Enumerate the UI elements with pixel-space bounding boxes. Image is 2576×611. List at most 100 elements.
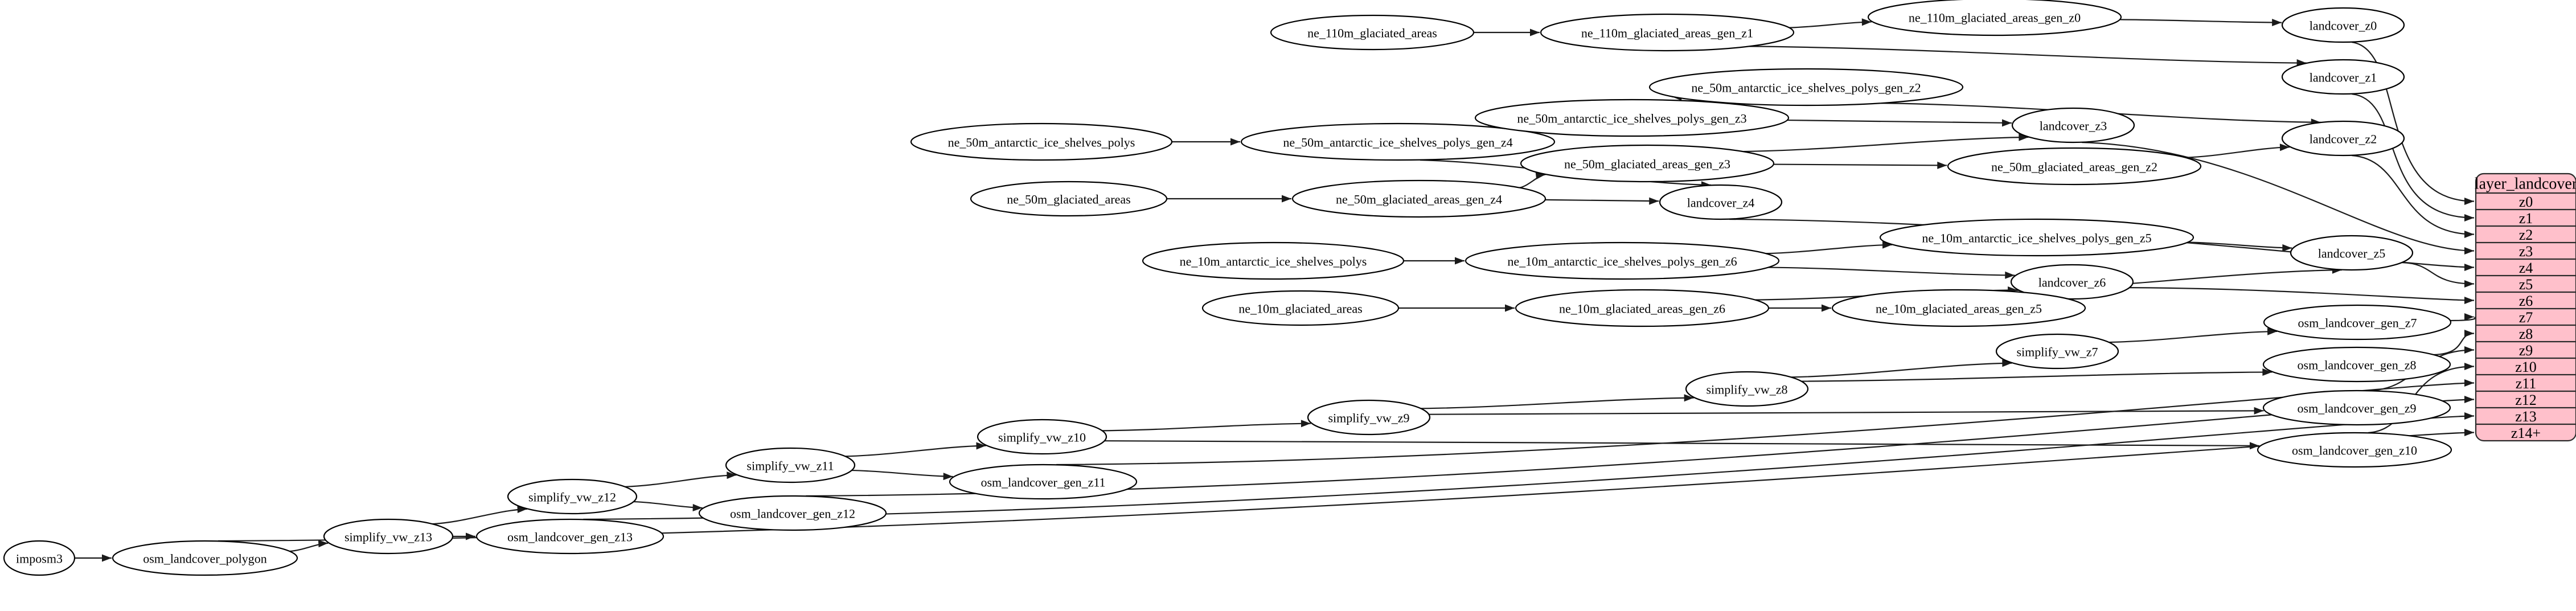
graph-node-ne_10m_glaciated_areas_gen_z5[interactable]: ne_10m_glaciated_areas_gen_z5: [1831, 289, 2086, 327]
node-label: landcover_z4: [1687, 196, 1755, 210]
edge-arrowhead: [1649, 197, 1659, 205]
graph-node-ne_10m_antarctic_ice_shelves_polys[interactable]: ne_10m_antarctic_ice_shelves_polys: [1142, 241, 1405, 280]
node-label: ne_10m_glaciated_areas_gen_z5: [1876, 302, 2042, 316]
graph-node-landcover_z6[interactable]: landcover_z6: [2010, 264, 2134, 300]
record-row-z9[interactable]: z9: [2519, 342, 2533, 359]
graph-node-ne_50m_glaciated_areas_gen_z3[interactable]: ne_50m_glaciated_areas_gen_z3: [1520, 144, 1775, 183]
record-row-z4[interactable]: z4: [2519, 260, 2533, 276]
edge-line: [845, 445, 986, 457]
record-row-z2[interactable]: z2: [2519, 227, 2533, 243]
edge-arrowhead: [2464, 363, 2474, 370]
graph-edge: [289, 540, 329, 552]
graph-node-landcover_z4[interactable]: landcover_z4: [1659, 184, 1783, 220]
graph-node-landcover_z2[interactable]: landcover_z2: [2281, 120, 2405, 157]
edge-line: [1421, 397, 1694, 409]
graph-node-ne_110m_glaciated_areas_gen_z0[interactable]: ne_110m_glaciated_areas_gen_z0: [1867, 0, 2122, 36]
node-shape: [1515, 289, 1770, 327]
graph-node-ne_50m_glaciated_areas_gen_z2[interactable]: ne_50m_glaciated_areas_gen_z2: [1947, 147, 2202, 186]
edge-arrowhead: [517, 506, 527, 514]
graph-node-simplify_vw_z13[interactable]: simplify_vw_z13: [323, 518, 454, 555]
graph-node-osm_landcover_gen_z8[interactable]: osm_landcover_gen_z8: [2262, 346, 2451, 383]
node-shape: [1995, 333, 2119, 370]
node-label: simplify_vw_z13: [344, 530, 432, 544]
graph-edge: [625, 471, 737, 487]
record-row-z10[interactable]: z10: [2515, 359, 2537, 375]
graph-node-simplify_vw_z7[interactable]: simplify_vw_z7: [1995, 333, 2119, 370]
graph-node-osm_landcover_gen_z10[interactable]: osm_landcover_gen_z10: [2257, 432, 2452, 468]
graph-node-ne_50m_antarctic_ice_shelves_polys_gen_z2[interactable]: ne_50m_antarctic_ice_shelves_polys_gen_z…: [1648, 68, 1964, 106]
graph-node-imposm3[interactable]: imposm3: [3, 540, 76, 576]
record-row-z8[interactable]: z8: [2519, 326, 2533, 342]
record-row-z3[interactable]: z3: [2519, 243, 2533, 260]
graph-node-simplify_vw_z9[interactable]: simplify_vw_z9: [1307, 399, 1431, 436]
graph-node-osm_landcover_polygon[interactable]: osm_landcover_polygon: [112, 540, 298, 576]
node-shape: [2290, 235, 2414, 271]
node-shape: [1465, 241, 1780, 280]
edge-arrowhead: [2005, 271, 2015, 279]
record-header: layer_landcover: [2475, 175, 2576, 193]
record-row-z7[interactable]: z7: [2519, 309, 2533, 326]
graph-node-ne_10m_glaciated_areas_gen_z6[interactable]: ne_10m_glaciated_areas_gen_z6: [1515, 289, 1770, 327]
edge-arrowhead: [1505, 304, 1515, 312]
record-row-z13[interactable]: z13: [2515, 408, 2537, 425]
node-label: simplify_vw_z8: [1707, 383, 1788, 397]
record-row-z1[interactable]: z1: [2519, 210, 2533, 227]
graph-node-landcover_z1[interactable]: landcover_z1: [2281, 59, 2405, 95]
graph-node-ne_50m_antarctic_ice_shelves_polys_gen_z3[interactable]: ne_50m_antarctic_ice_shelves_polys_gen_z…: [1474, 99, 1790, 137]
graph-node-ne_50m_antarctic_ice_shelves_polys_gen_z4[interactable]: ne_50m_antarctic_ice_shelves_polys_gen_z…: [1240, 122, 1556, 161]
graph-node-osm_landcover_gen_z11[interactable]: osm_landcover_gen_z11: [949, 464, 1138, 500]
node-shape: [698, 495, 887, 531]
graph-edge: [2351, 41, 2475, 205]
graph-node-landcover_z5[interactable]: landcover_z5: [2290, 235, 2414, 271]
graph-node-ne_50m_antarctic_ice_shelves_polys[interactable]: ne_50m_antarctic_ice_shelves_polys: [910, 122, 1173, 161]
edge-arrowhead: [2464, 214, 2474, 222]
graph-node-landcover_z0[interactable]: landcover_z0: [2281, 7, 2405, 43]
record-row-z0[interactable]: z0: [2519, 194, 2533, 210]
edge-arrowhead: [1530, 28, 1540, 36]
edge-line: [1791, 362, 2012, 378]
graph-node-ne_50m_glaciated_areas_gen_z4[interactable]: ne_50m_glaciated_areas_gen_z4: [1291, 179, 1547, 218]
record-row-z5[interactable]: z5: [2519, 276, 2533, 293]
record-row-z12[interactable]: z12: [2515, 392, 2537, 408]
graph-node-osm_landcover_gen_z9[interactable]: osm_landcover_gen_z9: [2262, 389, 2451, 426]
node-label: osm_landcover_polygon: [143, 552, 267, 566]
graph-node-osm_landcover_gen_z12[interactable]: osm_landcover_gen_z12: [698, 495, 887, 531]
node-shape: [1879, 218, 2194, 257]
graph-node-simplify_vw_z11[interactable]: simplify_vw_z11: [725, 447, 856, 483]
graph-node-simplify_vw_z12[interactable]: simplify_vw_z12: [507, 478, 638, 515]
edge-arrowhead: [1455, 257, 1465, 265]
node-label: ne_110m_glaciated_areas: [1307, 26, 1437, 40]
node-label: imposm3: [16, 552, 63, 566]
edge-line: [2185, 146, 2290, 158]
graph-node-ne_110m_glaciated_areas[interactable]: ne_110m_glaciated_areas: [1270, 14, 1475, 51]
edge-line: [432, 508, 527, 525]
record-row-z6[interactable]: z6: [2519, 293, 2533, 309]
record-row-z11[interactable]: z11: [2516, 375, 2537, 392]
graph-node-ne_10m_glaciated_areas[interactable]: ne_10m_glaciated_areas: [1201, 290, 1400, 326]
graph-edge: [1729, 218, 2475, 271]
graph-edge: [2129, 287, 2475, 304]
node-shape: [1270, 14, 1475, 51]
graph-node-ne_110m_glaciated_areas_gen_z1[interactable]: ne_110m_glaciated_areas_gen_z1: [1540, 13, 1795, 52]
graph-node-landcover_z3[interactable]: landcover_z3: [2011, 107, 2135, 143]
node-label: osm_landcover_gen_z9: [2298, 401, 2417, 416]
node-shape: [910, 122, 1173, 161]
graph-edge: [2433, 330, 2475, 356]
node-shape: [2281, 120, 2405, 157]
edge-arrowhead: [1861, 18, 1872, 26]
graph-edge: [1742, 133, 2029, 153]
edge-arrowhead: [2279, 143, 2290, 151]
edge-arrowhead: [102, 554, 112, 562]
record-row-z14[interactable]: z14+: [2511, 425, 2541, 441]
graph-node-osm_landcover_gen_z13[interactable]: osm_landcover_gen_z13: [475, 518, 664, 555]
graph-node-ne_10m_antarctic_ice_shelves_polys_gen_z6[interactable]: ne_10m_antarctic_ice_shelves_polys_gen_z…: [1465, 241, 1780, 280]
node-shape: [970, 181, 1168, 217]
graph-node-ne_10m_antarctic_ice_shelves_polys_gen_z5[interactable]: ne_10m_antarctic_ice_shelves_polys_gen_z…: [1879, 218, 2194, 257]
graph-node-osm_landcover_gen_z7[interactable]: osm_landcover_gen_z7: [2263, 304, 2452, 341]
graph-edge: [2450, 313, 2476, 322]
graph-node-simplify_vw_z10[interactable]: simplify_vw_z10: [977, 419, 1107, 455]
node-shape: [949, 464, 1138, 500]
graph-node-ne_50m_glaciated_areas[interactable]: ne_50m_glaciated_areas: [970, 181, 1168, 217]
graph-node-simplify_vw_z8[interactable]: simplify_vw_z8: [1685, 371, 1809, 407]
node-shape: [1240, 122, 1556, 161]
